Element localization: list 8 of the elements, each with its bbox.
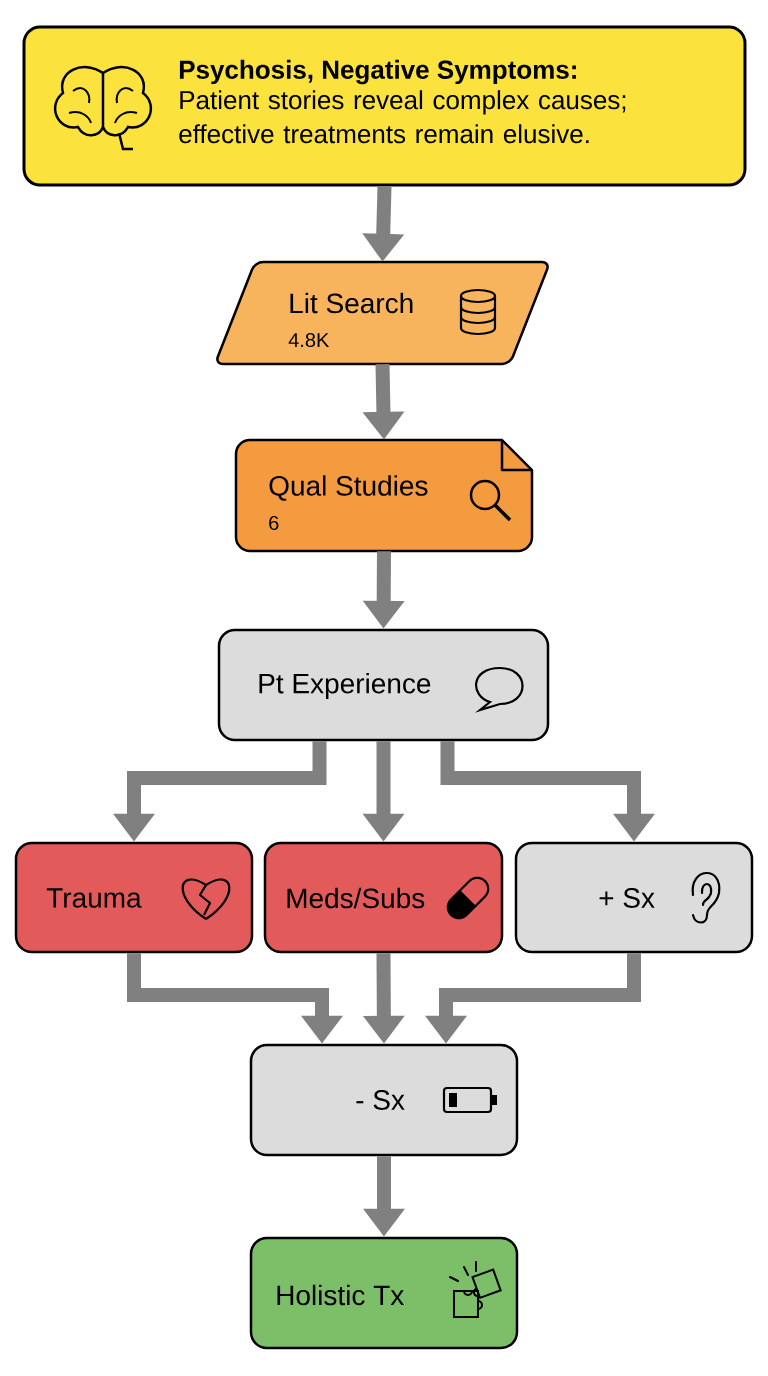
process-box: Pt Experience [217,628,550,742]
process-box: Trauma [14,841,254,954]
document-box: Qual Studies 6 [234,438,534,553]
process-box: + Sx [514,841,754,954]
title-box: Psychosis, Negative Symptoms: Patient stories reveal complex causes; effective treatments remain elusive. [22,25,747,187]
process-box: - Sx [249,1043,519,1157]
process-box: Meds/Subs [263,841,504,954]
process-box: Holistic Tx [249,1236,519,1350]
